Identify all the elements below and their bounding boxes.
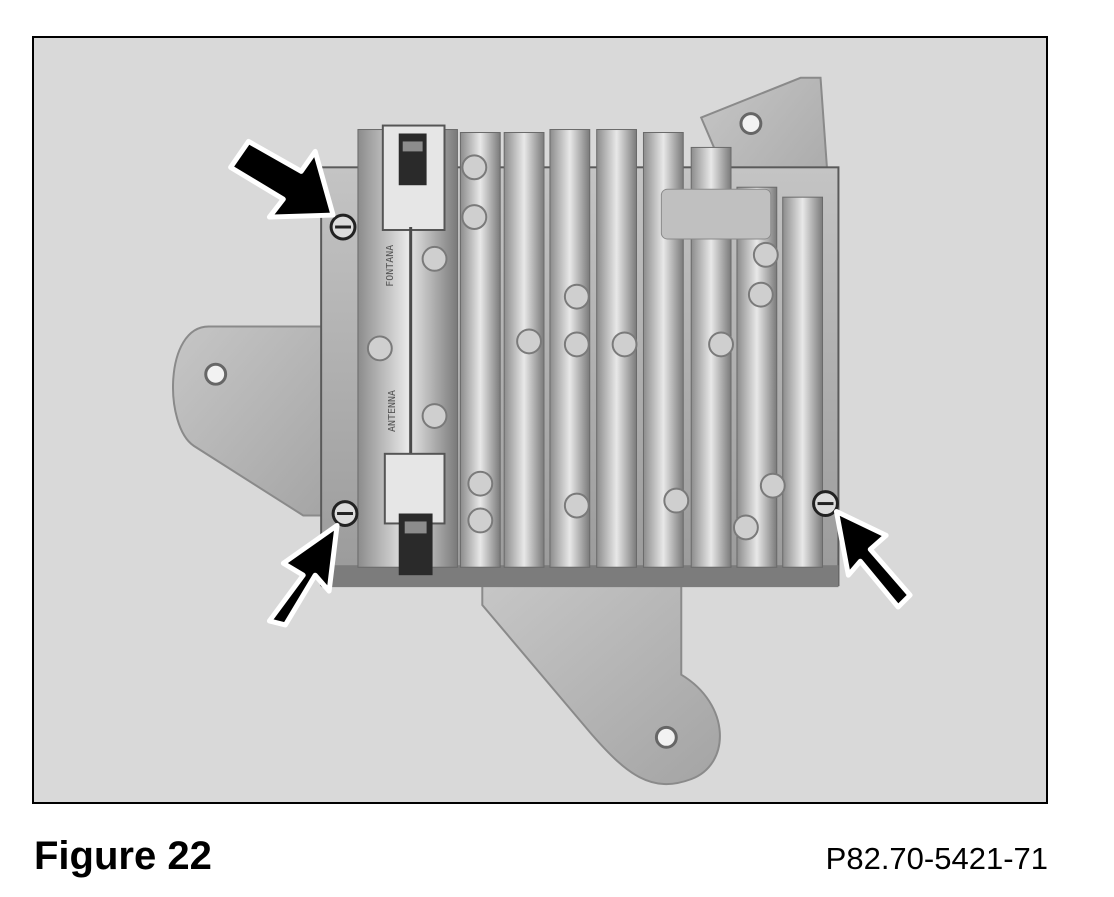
rivet-holes bbox=[366, 154, 786, 541]
screw-bottom-left bbox=[331, 500, 359, 527]
bottom-bracket-tab bbox=[481, 584, 721, 786]
top-connector bbox=[381, 124, 446, 506]
arrow-icon-top-left bbox=[228, 138, 336, 220]
photo-illustration: FONTANA ANTENNA bbox=[34, 38, 1046, 802]
figure-photo: FONTANA ANTENNA bbox=[32, 36, 1048, 804]
screw-bottom-right bbox=[812, 490, 839, 517]
figure-caption: Figure 22 bbox=[34, 834, 212, 878]
stamp-label-fontana: FONTANA bbox=[385, 245, 396, 287]
mounting-hole bbox=[204, 362, 228, 386]
stamp-label-antenna: ANTENNA bbox=[387, 390, 398, 432]
mounting-hole bbox=[739, 112, 763, 135]
mounting-hole bbox=[654, 725, 678, 749]
arrow-icon-bottom-left bbox=[266, 522, 340, 628]
left-bracket-tab bbox=[172, 325, 335, 517]
figure-reference-code: P82.70-5421-71 bbox=[825, 841, 1048, 876]
bottom-connector bbox=[383, 452, 446, 576]
arrow-icon-bottom-right bbox=[833, 509, 913, 610]
screw-top-left bbox=[329, 213, 357, 241]
raised-pad bbox=[660, 188, 772, 240]
